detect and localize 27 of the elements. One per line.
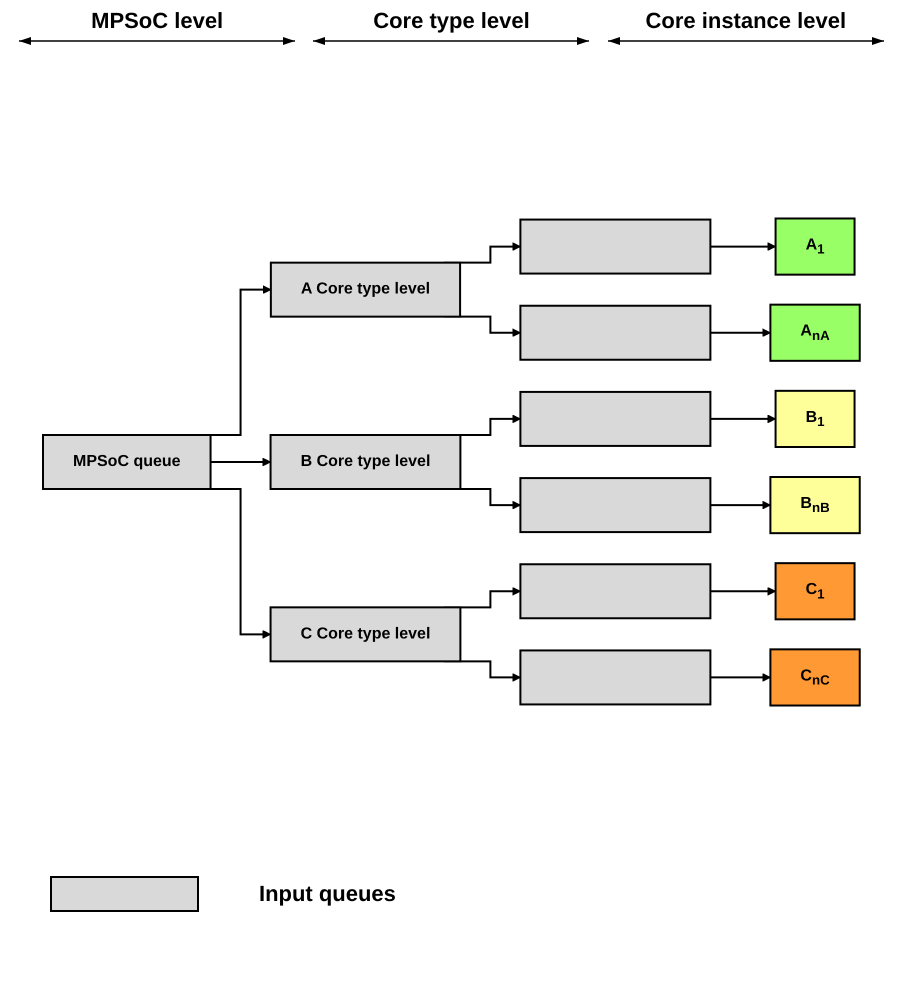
- node-box: C$_{1}$: [774, 562, 856, 620]
- arrow: [710, 328, 771, 338]
- node-box: [520, 390, 712, 447]
- level-heading: Core type level: [373, 8, 530, 34]
- node-box: A$_{nA}$: [770, 304, 861, 362]
- node-box: A$_{1}$: [774, 217, 856, 276]
- node-box: B Core type level: [270, 434, 462, 490]
- node-box: MPSoC queue: [42, 434, 212, 490]
- arrow: [710, 242, 776, 251]
- node-box: B$_{1}$: [774, 390, 856, 448]
- arrow: [710, 673, 771, 682]
- node-box: C Core type level: [270, 606, 462, 662]
- legend-text: Input queues: [259, 881, 396, 907]
- node-box: C$_{nC}$: [770, 648, 861, 707]
- node-box: [520, 649, 712, 706]
- node-box: B$_{nB}$: [770, 476, 861, 534]
- node-box: A Core type level: [270, 262, 462, 318]
- node-box: [520, 304, 712, 361]
- node-box: [520, 218, 712, 275]
- level-heading: MPSoC level: [91, 8, 224, 34]
- level-heading: Core instance level: [646, 8, 846, 34]
- arrow: [710, 500, 771, 510]
- node-box: [520, 477, 712, 534]
- node-box: [520, 563, 712, 620]
- arrow: [710, 586, 776, 596]
- arrow: [210, 458, 272, 466]
- arrow: [710, 414, 776, 424]
